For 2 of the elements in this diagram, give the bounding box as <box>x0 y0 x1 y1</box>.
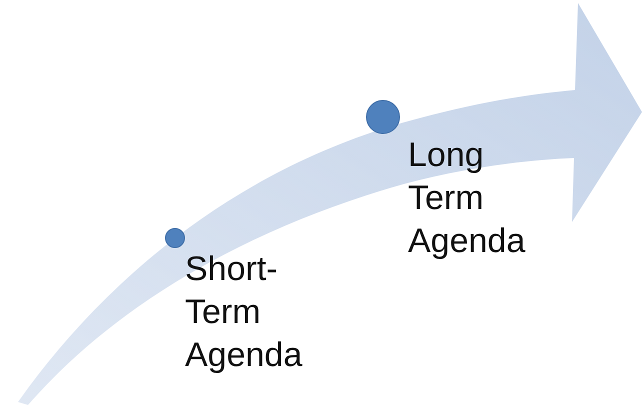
milestone-label: Short-Term Agenda <box>185 249 304 376</box>
milestone-label: Long Term Agenda <box>408 135 526 262</box>
